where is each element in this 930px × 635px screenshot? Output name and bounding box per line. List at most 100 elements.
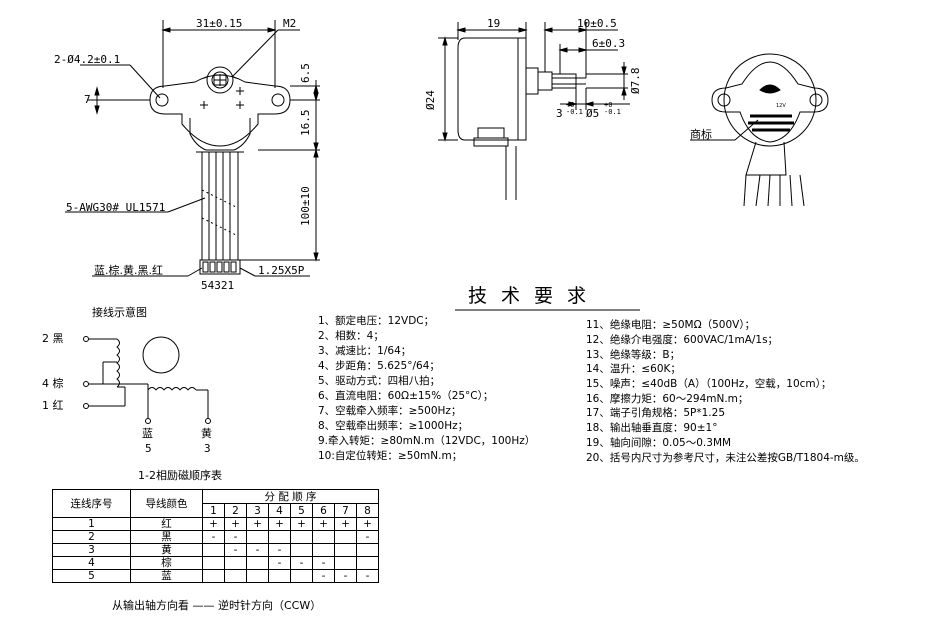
table-cell: - <box>290 556 313 570</box>
spec-item: 12、绝缘介电强度：600VAC/1mA/1s； <box>586 334 779 346</box>
wire-yellow-number: 3 <box>204 442 211 455</box>
wire-spec-label: 5-AWG30# UL1571 <box>66 201 166 214</box>
dim-5-tol-label: +0 -0.1 <box>604 101 621 116</box>
spec-item: 20、括号内尺寸为参考尺寸，未注公差按GB/T1804-m级。 <box>586 452 865 464</box>
dim-m2-label: M2 <box>283 17 297 30</box>
sequence-table-title: 1-2相励磁顺序表 <box>138 469 222 482</box>
table-cell <box>334 543 357 557</box>
table-cell: + <box>268 517 291 531</box>
table-cell: - <box>312 569 335 583</box>
dim-31-label: 31±0.15 <box>196 17 243 30</box>
step-header: 3 <box>246 503 269 518</box>
table-cell: - <box>202 530 225 544</box>
table-cell: - <box>356 530 379 544</box>
row-color: 蓝 <box>130 569 203 583</box>
dim-6-5-label: 6.5 <box>299 63 312 83</box>
spec-item: 8、空载牵出频率：≥1000Hz； <box>318 420 469 432</box>
wire-1-label: 1 红 <box>42 399 64 412</box>
trademark-label: 商标 <box>690 128 712 141</box>
table-row: 5 蓝 - - - <box>52 569 379 583</box>
table-cell <box>356 543 379 557</box>
dim-7-label: 7 <box>84 93 91 106</box>
row-color: 黑 <box>130 530 203 544</box>
wiring-diagram <box>83 336 211 424</box>
col-color-header: 导线颜色 <box>130 489 203 518</box>
dim-10-label: 10±0.5 <box>577 17 617 30</box>
dim-5-label: Ø5 <box>586 107 600 120</box>
table-cell: + <box>224 517 247 531</box>
row-color: 棕 <box>130 556 203 570</box>
spec-item: 13、绝缘等级：B； <box>586 349 681 361</box>
step-header-row: 1 2 3 4 5 6 7 8 <box>53 503 379 518</box>
table-cell <box>334 556 357 570</box>
table-cell: + <box>202 517 225 531</box>
side-view-drawing <box>438 22 630 200</box>
step-header: 7 <box>334 503 357 518</box>
row-number: 3 <box>52 543 131 557</box>
table-cell <box>202 543 225 557</box>
wire-blue-number: 5 <box>145 442 152 455</box>
connector-label: 1.25X5P <box>258 264 305 277</box>
table-footnote: 从输出轴方向看 —— 逆时针方向（CCW） <box>112 599 322 612</box>
table-row: 4 棕 - - - <box>52 556 379 570</box>
spec-item: 7、空载牵入频率：≥500Hz； <box>318 405 462 417</box>
sequence-table: 连线序号 导线颜色 分 配 顺 序 1 2 3 4 5 6 7 8 1 红 + … <box>52 489 379 583</box>
table-cell <box>202 569 225 583</box>
tech-title: 技术要求 <box>468 285 601 307</box>
table-cell <box>246 556 269 570</box>
table-cell <box>312 530 335 544</box>
table-cell: + <box>356 517 379 531</box>
spec-item: 6、直流电阻：60Ω±15%（25°C）； <box>318 390 494 402</box>
step-header: 8 <box>356 503 379 518</box>
spec-item: 14、温升：≤60K； <box>586 363 681 375</box>
table-cell: + <box>312 517 335 531</box>
spec-item: 11、绝缘电阻：≥50MΩ（500V）； <box>586 319 756 331</box>
dim-7-8-label: Ø7.8 <box>629 67 642 95</box>
wire-4-label: 4 棕 <box>42 377 64 390</box>
col-order-header: 分 配 顺 序 <box>202 489 379 504</box>
table-cell: - <box>224 530 247 544</box>
row-number: 2 <box>52 530 131 544</box>
table-cell: + <box>334 517 357 531</box>
wire-2-label: 2 黑 <box>42 332 64 345</box>
row-color: 红 <box>130 517 203 531</box>
row-color: 黄 <box>130 543 203 557</box>
front-view-drawing <box>690 53 829 207</box>
step-header: 6 <box>312 503 335 518</box>
table-cell <box>312 543 335 557</box>
table-cell <box>224 569 247 583</box>
front-label-v: 12V <box>776 103 786 109</box>
table-cell: - <box>246 543 269 557</box>
table-cell <box>202 556 225 570</box>
row-number: 4 <box>52 556 131 570</box>
table-row: 2 黑 - - - <box>52 530 379 544</box>
spec-item: 1、额定电压：12VDC； <box>318 315 435 327</box>
spec-item: 4、步距角：5.625°/64； <box>318 360 440 372</box>
spec-item: 5、驱动方式：四相八拍； <box>318 375 441 387</box>
dim-hole-label: 2-Ø4.2±0.1 <box>54 53 121 66</box>
spec-item: 3、减速比：1/64； <box>318 345 412 357</box>
table-cell: - <box>268 556 291 570</box>
wire-yellow-label: 黄 <box>201 427 212 440</box>
col-seq-header: 连线序号 <box>52 489 131 518</box>
wire-blue-label: 蓝 <box>142 427 153 440</box>
row-number: 5 <box>52 569 131 583</box>
spec-item: 10:自定位转矩：≥50mN.m； <box>318 450 463 462</box>
table-cell: - <box>268 543 291 557</box>
spec-item: 15、噪声：≤40dB（A）（100Hz，空载，10cm）； <box>586 378 832 390</box>
table-cell: - <box>224 543 247 557</box>
step-header: 4 <box>268 503 291 518</box>
step-header: 1 <box>202 503 225 518</box>
table-row: 3 黄 - - - <box>52 543 379 557</box>
dim-6-label: 6±0.3 <box>592 37 626 50</box>
pins-label: 54321 <box>201 279 235 292</box>
wiring-title: 接线示意图 <box>92 306 147 319</box>
dim-24-label: Ø24 <box>424 90 437 110</box>
step-header: 2 <box>224 503 247 518</box>
table-cell: + <box>290 517 313 531</box>
dim-16-5-label: 16.5 <box>299 109 312 137</box>
top-view-drawing <box>65 20 320 277</box>
dim-3-label: 3 <box>556 107 563 120</box>
table-cell <box>268 530 291 544</box>
